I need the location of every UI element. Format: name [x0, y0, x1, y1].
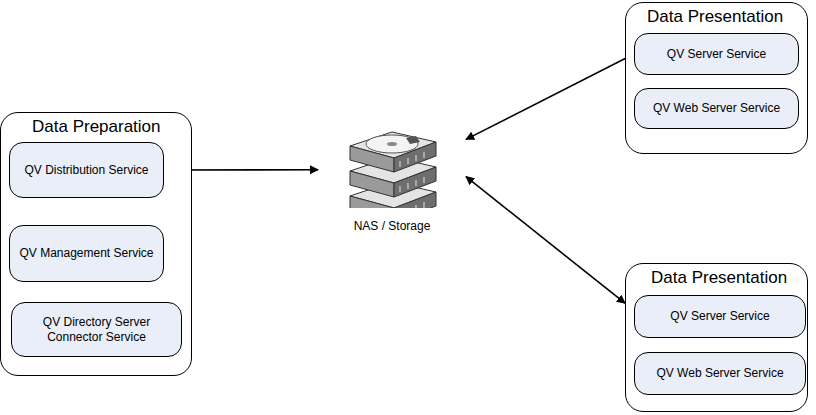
service-box: QV Server Service	[634, 295, 806, 338]
double-arrow	[466, 54, 634, 139]
service-box: QV Server Service	[634, 33, 799, 75]
node-label: QV Management Service	[19, 246, 153, 261]
service-box: QV Directory Server Connector Service	[11, 302, 182, 357]
double-arrow	[466, 177, 625, 304]
node-label: QV Directory Server Connector Service	[20, 315, 173, 345]
node-label: QV Web Server Service	[656, 366, 783, 381]
group-box: Data Preparation QV Distribution ServiceQ…	[0, 112, 192, 376]
node-label: QV Server Service	[667, 47, 766, 62]
group-title: Data Presentation	[647, 7, 807, 27]
group-box: Data Presentation QV Server Service QV Web…	[625, 2, 808, 154]
group-box: Data Presentation QV Server Service QV Web…	[625, 263, 808, 412]
storage-node: NAS / Storage	[318, 98, 466, 236]
node-label: QV Server Service	[670, 309, 769, 324]
service-box: QV Web Server Service	[634, 88, 799, 129]
service-box: QV Web Server Service	[634, 352, 806, 395]
node-label: QV Distribution Service	[24, 163, 148, 178]
service-box: QV Distribution Service	[9, 142, 164, 198]
node-label: QV Web Server Service	[653, 101, 780, 116]
service-box: QV Management Service	[9, 225, 164, 282]
group-title: Data Presentation	[651, 268, 807, 288]
storage-icon	[340, 98, 444, 208]
group-title: Data Preparation	[32, 117, 191, 137]
node-label: NAS / Storage	[318, 219, 466, 234]
